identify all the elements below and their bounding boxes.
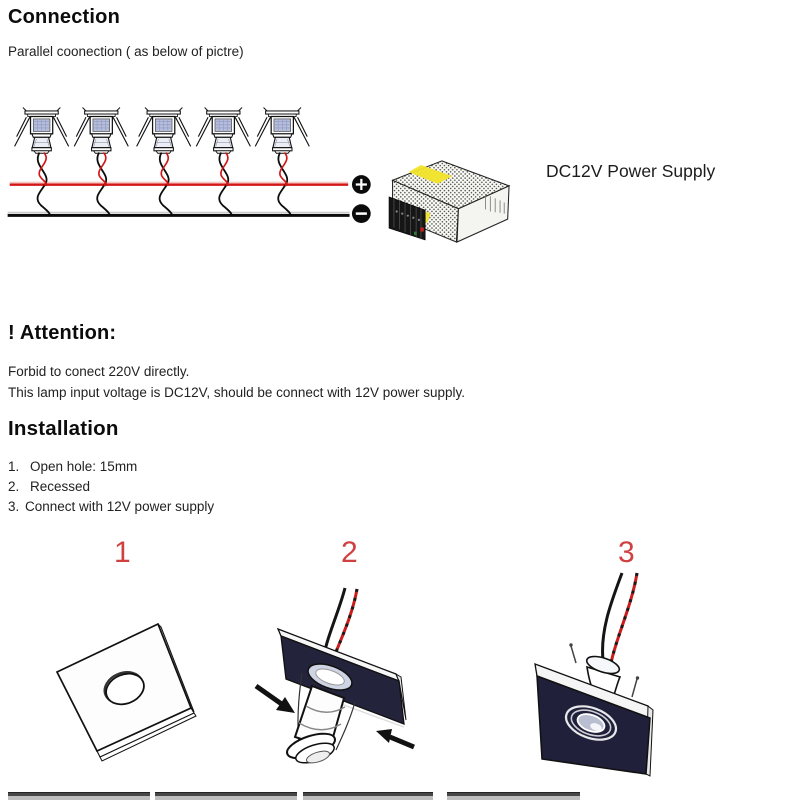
lamp-icon	[73, 106, 130, 216]
connection-subtitle: Parallel coonection ( as below of pictre…	[8, 44, 244, 59]
plus-terminal-icon	[351, 175, 371, 194]
parallel-wiring-diagram	[7, 106, 511, 243]
installation-step: 1. Open hole: 15mm	[8, 457, 137, 477]
attention-title: ! Attention:	[8, 322, 117, 344]
psu-terminal-block	[388, 196, 426, 241]
figure-recessed-insert	[254, 587, 415, 764]
black-wire	[601, 572, 624, 661]
installation-title: Installation	[8, 417, 119, 440]
step-text: Connect with 12V power supply	[25, 499, 215, 514]
installation-step: 2. Recessed	[8, 477, 90, 497]
spring-pin	[631, 678, 638, 698]
step-number: 3.	[8, 499, 20, 514]
hole	[105, 672, 145, 706]
figure-open-hole	[55, 622, 197, 762]
psu-yellow-label	[408, 165, 453, 184]
press-arrow-left	[254, 683, 295, 713]
figure-number-1: 1	[114, 536, 131, 569]
attention-line: Forbid to conect 220V directly.	[8, 364, 190, 379]
lamp-lens-ring	[564, 705, 618, 741]
press-arrow-right	[376, 729, 415, 750]
lamp-icon	[135, 106, 192, 216]
spring-pin	[570, 645, 577, 664]
minus-terminal-icon	[351, 204, 371, 223]
connection-title: Connection	[8, 6, 120, 28]
step-number: 2.	[8, 479, 20, 494]
attention-line: This lamp input voltage is DC12V, should…	[8, 385, 466, 400]
cutoff-thumbnail-cell	[303, 792, 433, 800]
step-number: 1.	[8, 459, 20, 474]
figure-number-2: 2	[341, 536, 358, 569]
cutoff-thumbnail-cell	[8, 792, 150, 800]
cutoff-thumbnail-cell	[155, 792, 297, 800]
installation-step: 3. Connect with 12V power supply	[8, 497, 214, 517]
lamp-icon	[254, 106, 311, 216]
step-text: Recessed	[30, 479, 91, 494]
lamp-icon	[13, 106, 70, 216]
cutoff-thumbnail-cell	[447, 792, 580, 800]
power-supply-image	[388, 160, 511, 243]
step-text: Open hole: 15mm	[30, 459, 138, 474]
power-supply-label: DC12V Power Supply	[546, 161, 716, 181]
figure-installed-lamp	[534, 572, 654, 777]
figure-number-3: 3	[618, 536, 635, 569]
red-wire-twist	[609, 572, 639, 664]
spring-clip-wire	[335, 701, 356, 751]
psu-vents	[485, 194, 505, 214]
lamp-icon	[195, 106, 252, 216]
